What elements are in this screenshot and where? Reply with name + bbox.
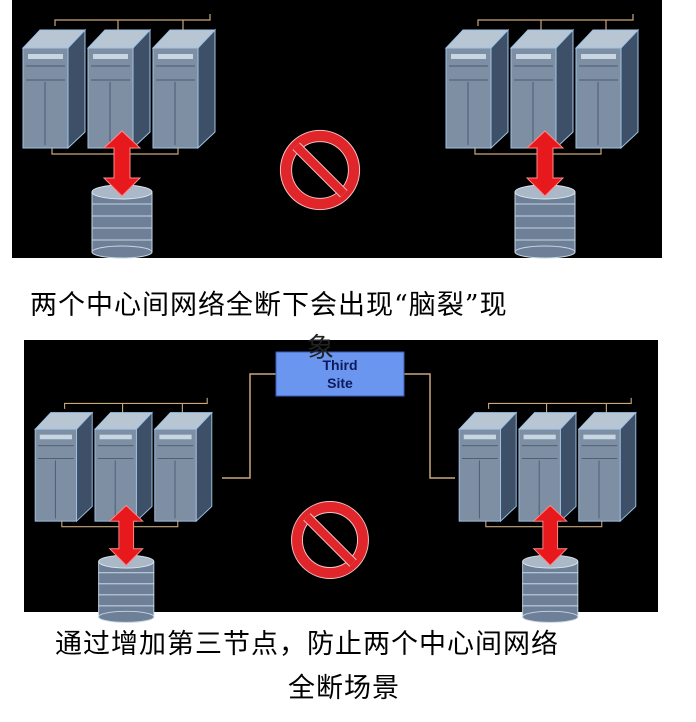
bus-line	[488, 397, 632, 409]
no-entry-icon	[291, 501, 369, 579]
server-icon	[153, 411, 213, 523]
server-icon	[34, 411, 94, 523]
server-icon	[509, 28, 575, 150]
top-caption-line2: 象	[307, 333, 335, 364]
top-left-datacenter	[21, 14, 217, 259]
bus-line	[64, 397, 208, 409]
bottom-right-datacenter	[458, 397, 637, 623]
bottom-caption-line1: 通过增加第三节点，防止两个中心间网络	[55, 629, 559, 660]
bus-line	[54, 14, 211, 26]
third-site-box: Third Site	[275, 351, 405, 397]
third-site-links	[222, 373, 455, 479]
server-icon	[86, 28, 152, 150]
storage-disk-icon	[91, 184, 153, 259]
link-line-right	[404, 373, 455, 479]
top-caption-line1: 两个中心间网络全断下会出现“脑裂”现	[30, 290, 508, 321]
server-icon	[574, 28, 640, 150]
bus-line	[477, 14, 634, 26]
bidirectional-arrow-icon	[108, 504, 144, 566]
bottom-left-datacenter	[34, 397, 213, 623]
server-icon	[151, 28, 217, 150]
top-right-datacenter	[444, 14, 640, 259]
server-icon	[444, 28, 510, 150]
bidirectional-arrow-icon	[532, 504, 568, 566]
server-icon	[93, 411, 154, 523]
bidirectional-arrow-icon	[102, 130, 142, 197]
server-icon	[517, 411, 578, 523]
storage-disk-icon	[98, 554, 155, 623]
server-icon	[458, 411, 518, 523]
server-icon	[577, 411, 637, 523]
server-icon	[21, 28, 87, 150]
no-entry-icon	[279, 129, 361, 211]
third-site-label-2: Site	[327, 375, 353, 391]
link-line-left	[222, 373, 276, 479]
third-site-label-1: Third	[323, 357, 358, 373]
bidirectional-arrow-icon	[525, 130, 565, 197]
bottom-caption-line2: 全断场景	[288, 673, 400, 704]
